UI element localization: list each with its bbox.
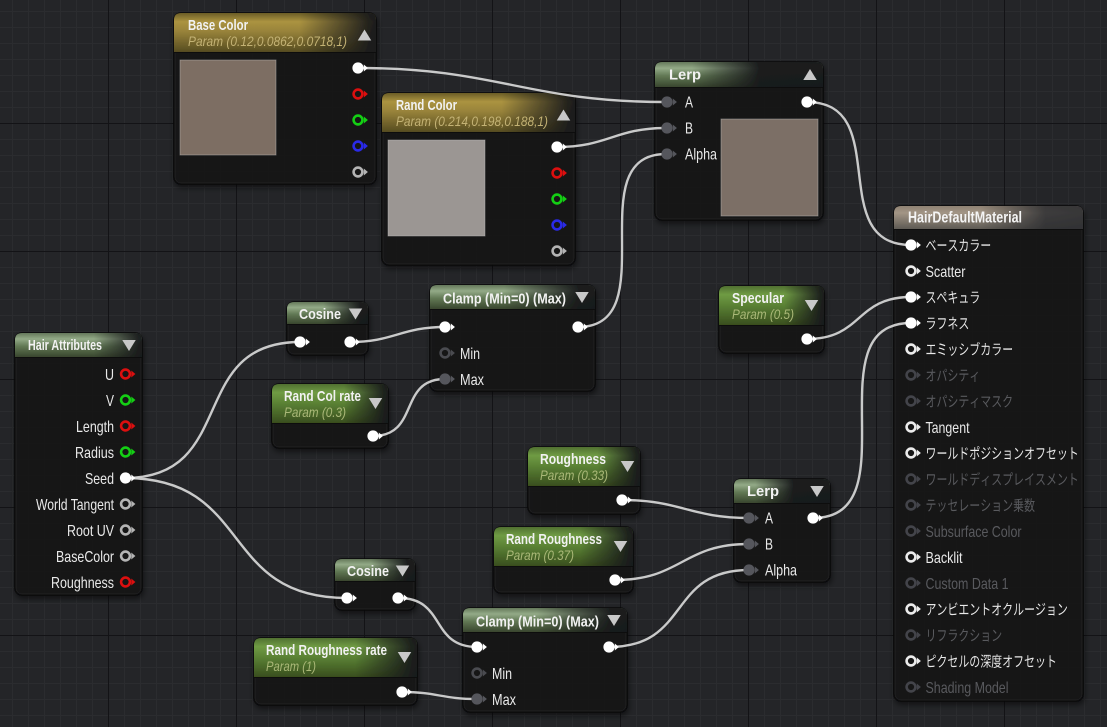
svg-text:Custom Data 1: Custom Data 1 bbox=[926, 576, 1009, 593]
svg-text:Cosine: Cosine bbox=[347, 563, 389, 580]
svg-text:Param (0.37): Param (0.37) bbox=[506, 547, 574, 563]
svg-text:Cosine: Cosine bbox=[299, 306, 341, 323]
svg-text:B: B bbox=[685, 121, 693, 138]
svg-text:Backlit: Backlit bbox=[926, 550, 963, 567]
svg-text:Param (0.12,0.0862,0.0718,1): Param (0.12,0.0862,0.0718,1) bbox=[188, 33, 347, 49]
svg-text:A: A bbox=[765, 511, 773, 528]
svg-text:Rand Col rate: Rand Col rate bbox=[284, 388, 361, 405]
svg-text:Param (0.33): Param (0.33) bbox=[540, 467, 608, 483]
svg-text:Rand Color: Rand Color bbox=[396, 97, 457, 114]
svg-text:Specular: Specular bbox=[732, 290, 784, 307]
svg-text:Alpha: Alpha bbox=[765, 563, 797, 580]
svg-text:BaseColor: BaseColor bbox=[56, 549, 115, 566]
svg-text:Lerp: Lerp bbox=[747, 483, 779, 500]
svg-text:Param (0.214,0.198,0.188,1): Param (0.214,0.198,0.188,1) bbox=[396, 113, 548, 129]
svg-text:Min: Min bbox=[492, 666, 512, 683]
svg-text:Param (0.3): Param (0.3) bbox=[284, 404, 346, 420]
svg-text:Base Color: Base Color bbox=[188, 17, 248, 34]
svg-text:V: V bbox=[106, 393, 114, 410]
svg-text:HairDefaultMaterial: HairDefaultMaterial bbox=[908, 210, 1022, 227]
svg-text:B: B bbox=[765, 537, 773, 554]
svg-text:U: U bbox=[105, 367, 114, 384]
svg-text:Param (0.5): Param (0.5) bbox=[732, 306, 794, 322]
svg-text:Seed: Seed bbox=[85, 471, 114, 488]
svg-text:Tangent: Tangent bbox=[926, 420, 970, 437]
svg-text:World Tangent: World Tangent bbox=[36, 497, 114, 514]
svg-text:Rand Roughness: Rand Roughness bbox=[506, 531, 602, 548]
svg-text:Lerp: Lerp bbox=[669, 67, 701, 84]
svg-text:Roughness: Roughness bbox=[540, 451, 606, 468]
svg-text:Radius: Radius bbox=[75, 445, 114, 462]
svg-text:Length: Length bbox=[76, 419, 114, 436]
svg-text:Rand Roughness rate: Rand Roughness rate bbox=[266, 642, 387, 659]
svg-text:A: A bbox=[685, 95, 693, 112]
svg-text:Roughness: Roughness bbox=[51, 575, 114, 592]
svg-text:Shading Model: Shading Model bbox=[926, 680, 1009, 697]
svg-text:Scatter: Scatter bbox=[926, 264, 967, 281]
svg-text:Max: Max bbox=[460, 372, 484, 389]
svg-text:Alpha: Alpha bbox=[685, 147, 717, 164]
svg-text:Clamp (Min=0) (Max): Clamp (Min=0) (Max) bbox=[476, 614, 599, 631]
svg-text:Clamp (Min=0) (Max): Clamp (Min=0) (Max) bbox=[443, 291, 566, 308]
svg-text:Param (1): Param (1) bbox=[266, 658, 316, 674]
svg-text:Subsurface Color: Subsurface Color bbox=[926, 524, 1023, 541]
svg-text:Min: Min bbox=[460, 346, 480, 363]
svg-text:Hair Attributes: Hair Attributes bbox=[28, 337, 102, 354]
svg-text:Root UV: Root UV bbox=[67, 523, 114, 540]
svg-text:Max: Max bbox=[492, 692, 516, 709]
